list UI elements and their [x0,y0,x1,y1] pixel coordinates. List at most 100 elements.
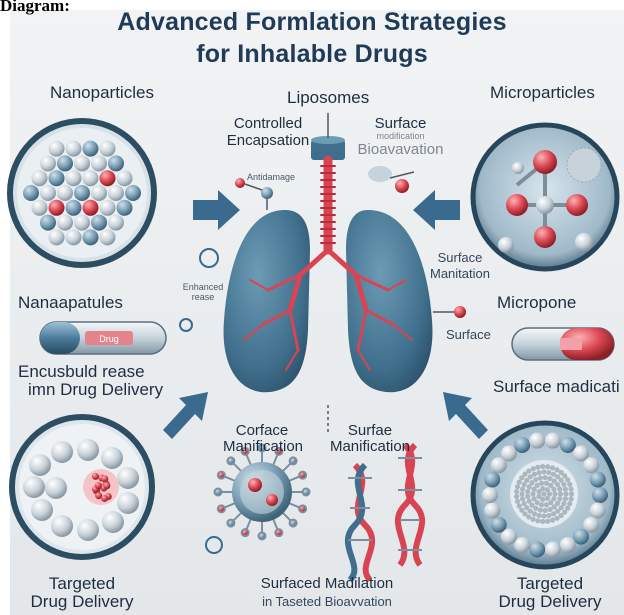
nanoparticle-sphere [32,170,48,186]
core-sphere [101,475,108,482]
core-dot [543,475,548,480]
core-dot [539,481,544,486]
core-dot [545,496,550,501]
core-dot [536,494,541,499]
core-dot [567,501,572,506]
core-dot [522,501,527,506]
core-dot [514,489,519,494]
core-dot [557,487,562,492]
nanoparticle-sphere [49,229,65,245]
core-dot [541,469,546,474]
nanoparticle-sphere [91,215,107,231]
core-dot [563,487,568,492]
core-sphere [92,473,99,480]
core-dot [520,496,525,501]
core-dot [535,483,540,488]
label-bottom-center-2: in Taseted Bioavvation [232,594,422,609]
label-surface-right-1: Surface [415,250,505,265]
core-dot [531,466,536,471]
nanoparticle-sphere [101,447,123,469]
nanoparticle-sphere [49,141,65,157]
nanoparticle-sphere [83,200,99,216]
core-dot [551,511,556,516]
nanoparticle-sphere [91,185,107,201]
nanoparticle-sphere [45,477,67,499]
nanoparticle-sphere [40,185,56,201]
core-dot [520,487,525,492]
nanoparticle-sphere [40,155,56,171]
virus-spike-tip [242,529,249,536]
core-dot [530,491,535,496]
label-controlled-1: Controlled [218,115,318,132]
label-nanocapsules: Nanaapatules [18,293,123,312]
core-dot [540,519,545,524]
label-targeted-right-1: Targeted [490,574,610,593]
nanoparticle-sphere [100,170,116,186]
targeted-nanoparticle-icon [12,417,152,557]
label-targeted-left-2: Drug Delivery [22,592,142,611]
microparticle-sphere [484,472,500,488]
core-dot [552,491,557,496]
core-sphere [101,495,108,502]
core-dot [547,507,552,512]
core-dot [525,489,530,494]
microparticle-sphere [501,445,517,461]
nanocapsule-icon: Drug [40,322,166,354]
nanoparticle-sphere [83,170,99,186]
core-dot [525,494,530,499]
microparticle-sphere [573,529,589,545]
core-dot [527,499,532,504]
core-dot [563,496,568,501]
core-dot [568,496,573,501]
nanoparticle-sphere [83,141,99,157]
core-dot [514,494,519,499]
label-surface-top-3: Bioavavation [353,141,448,158]
core-dot [544,502,549,507]
virus-spike-tip [303,489,310,496]
core-dot [537,513,542,518]
core-dot [517,503,522,508]
microparticle-sphere [514,537,530,553]
microparticle-sphere [560,437,576,453]
label-surface-top-2: modification [353,131,448,141]
nanoparticle-sphere [100,229,116,245]
core-dot [538,475,543,480]
core-dot [545,487,550,492]
microparticle-sphere [482,487,498,503]
microparticle-sphere [545,433,561,449]
core-dot [550,518,555,523]
capsule-text-left: Drug [99,334,119,344]
nanoparticle-sphere [57,215,73,231]
core-dot [546,513,551,518]
nanoparticle-sphere [51,441,73,463]
nanoparticle-sphere [49,200,65,216]
nanoparticle-sphere [51,515,73,537]
nanoparticle-sphere [100,200,116,216]
nanoparticle-sphere [66,141,82,157]
core-sphere [103,482,110,489]
core-dot [538,507,543,512]
nanoparticle-sphere [40,215,56,231]
core-dot [539,502,544,507]
label-micropore: Micropone [497,293,576,312]
core-dot [545,464,550,469]
core-dot [557,496,562,501]
label-bottom-center-1: Surfaced Madilation [232,575,422,592]
label-targeted-left-1: Targeted [22,574,142,593]
nanoparticle-sphere [117,200,133,216]
virus-spike-tip [275,529,282,536]
label-surfae-2: Manification [325,438,415,455]
nanoparticle-sphere [57,185,73,201]
nanoparticle-sphere [91,155,107,171]
label-nanoparticles: Nanoparticles [50,83,154,102]
core-dot [555,482,560,487]
dna-helix-icon [348,445,422,580]
nanoparticle-sphere [32,200,48,216]
core-dot [537,470,542,475]
nanoparticle-sphere [108,185,124,201]
label-antidamage: Antidamage [247,172,295,182]
core-dot [551,487,556,492]
core-dot [515,499,520,504]
microparticle-sphere [491,517,507,533]
